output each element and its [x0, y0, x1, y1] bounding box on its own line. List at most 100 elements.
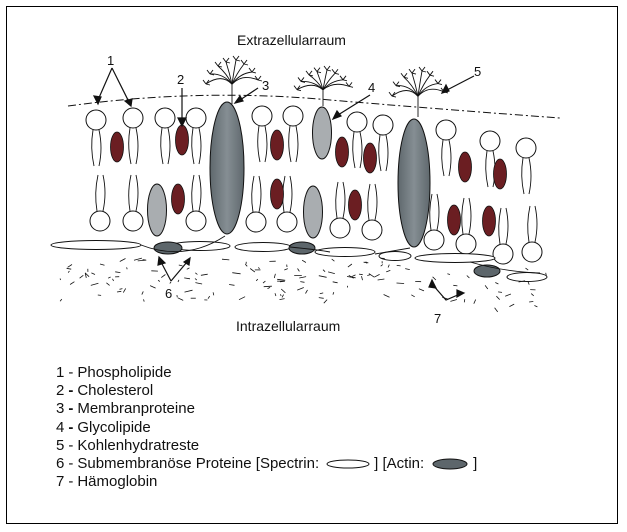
legend-item-7: 7-Hämoglobin — [56, 473, 477, 491]
hemoglobin-dash — [384, 295, 390, 298]
hemoglobin-dash — [68, 271, 69, 273]
hemoglobin-dash — [509, 304, 514, 307]
spectrin — [415, 254, 495, 263]
lipid-tail — [289, 126, 291, 162]
spectrin — [51, 241, 141, 250]
hemoglobin-dash — [526, 268, 529, 270]
hemoglobin-dash — [362, 276, 363, 280]
phospholipid-head — [347, 112, 367, 132]
lipid-tail — [430, 194, 432, 230]
hemoglobin-dash — [299, 277, 306, 278]
phospholipid-head — [493, 244, 513, 264]
lipid-tail — [290, 176, 292, 212]
lipid-tail — [136, 175, 138, 211]
lipid-tail — [199, 175, 201, 211]
phospholipid-head — [424, 230, 444, 250]
hemoglobin-dash — [332, 259, 335, 261]
glycolipid — [148, 184, 167, 236]
carbohydrate-tree — [389, 67, 448, 117]
lipid-tail — [259, 176, 261, 212]
hemoglobin-particles — [60, 258, 546, 312]
hemoglobin-dash — [258, 267, 259, 269]
hemoglobin-dash — [359, 274, 363, 275]
cholesterol — [176, 125, 189, 155]
hemoglobin-dash — [178, 280, 179, 282]
label-1: 1 — [107, 53, 114, 68]
hemoglobin-dash — [91, 273, 95, 275]
hemoglobin-dash — [179, 265, 183, 266]
hemoglobin-dash — [528, 282, 529, 285]
hemoglobin-dash — [411, 295, 414, 297]
membrane-protein — [210, 102, 244, 234]
hemoglobin-dash — [178, 298, 183, 301]
legend-item-6: 6-Submembranöse Proteine [Spectrin: ] [A… — [56, 455, 477, 473]
lipid-tail — [161, 128, 163, 164]
hemoglobin-dash — [195, 283, 202, 284]
hemoglobin-dash — [117, 291, 121, 292]
hemoglobin-dash — [213, 292, 214, 295]
legend-item-4: 4-Glycolipide — [56, 419, 477, 437]
hemoglobin-dash — [297, 288, 304, 291]
hemoglobin-dash — [120, 259, 126, 262]
hemoglobin-dash — [464, 299, 465, 302]
legend-item-5: 5-Kohlenhydratreste — [56, 437, 477, 455]
cholesterol — [271, 179, 284, 209]
hemoglobin-dash — [275, 293, 276, 296]
cholesterol — [271, 130, 284, 160]
hemoglobin-dash — [67, 268, 72, 269]
hemoglobin-dash — [323, 270, 325, 272]
hemoglobin-dash — [378, 279, 385, 280]
hemoglobin-dash — [91, 283, 99, 285]
hemoglobin-dash — [381, 265, 383, 267]
hemoglobin-dash — [282, 295, 284, 298]
phospholipid-head — [283, 106, 303, 126]
hemoglobin-dash — [184, 278, 190, 279]
hemoglobin-dash — [298, 269, 300, 272]
lipid-tail — [535, 206, 537, 242]
lipid-tail — [386, 135, 388, 171]
lipid-tail — [258, 126, 260, 162]
lipid-tail — [368, 184, 370, 220]
label-5: 5 — [474, 64, 481, 79]
lipid-tail — [192, 175, 194, 211]
hemoglobin-dash — [467, 276, 470, 278]
extracellular-label: Extrazellularraum — [237, 32, 346, 48]
carbohydrate-residues — [203, 56, 448, 117]
cholesterol — [459, 152, 472, 182]
hemoglobin-dash — [80, 275, 84, 278]
hemoglobin-dash — [245, 264, 247, 266]
hemoglobin-dash — [505, 294, 511, 296]
hemoglobin-dash — [187, 268, 190, 269]
cholesterol — [349, 190, 362, 220]
label-6: 6 — [165, 286, 172, 301]
hemoglobin-dash — [70, 282, 74, 285]
hemoglobin-dash — [496, 296, 499, 299]
legend-item-3: 3-Membranproteine — [56, 400, 477, 418]
hemoglobin-dash — [100, 264, 105, 265]
hemoglobin-dash — [264, 286, 272, 287]
hemoglobin-dash — [256, 279, 258, 281]
hemoglobin-dash — [374, 274, 379, 277]
hemoglobin-dash — [277, 279, 285, 280]
hemoglobin-dash — [450, 300, 457, 302]
hemoglobin-dash — [161, 275, 165, 278]
lipid-tail — [499, 208, 501, 244]
hemoglobin-dash — [229, 285, 234, 286]
legend-list: 1-Phospholipide 2-Cholesterol 3-Membranp… — [56, 364, 477, 491]
carbohydrate-tree — [203, 56, 262, 104]
phospholipid-head — [516, 138, 536, 158]
hemoglobin-dash — [485, 285, 488, 289]
phospholipid-head — [186, 108, 206, 128]
carbohydrate-tree — [294, 66, 353, 106]
phospholipid-head — [123, 211, 143, 231]
cholesterol — [448, 205, 461, 235]
hemoglobin-dash — [208, 296, 210, 299]
lipid-tail — [129, 128, 131, 164]
hemoglobin-dash — [333, 282, 338, 283]
phospholipid-head — [155, 108, 175, 128]
label-7: 7 — [434, 311, 441, 326]
cholesterol — [483, 206, 496, 236]
hemoglobin-dash — [134, 258, 142, 260]
lipid-tail — [199, 128, 201, 164]
hemoglobin-dash — [319, 298, 324, 299]
